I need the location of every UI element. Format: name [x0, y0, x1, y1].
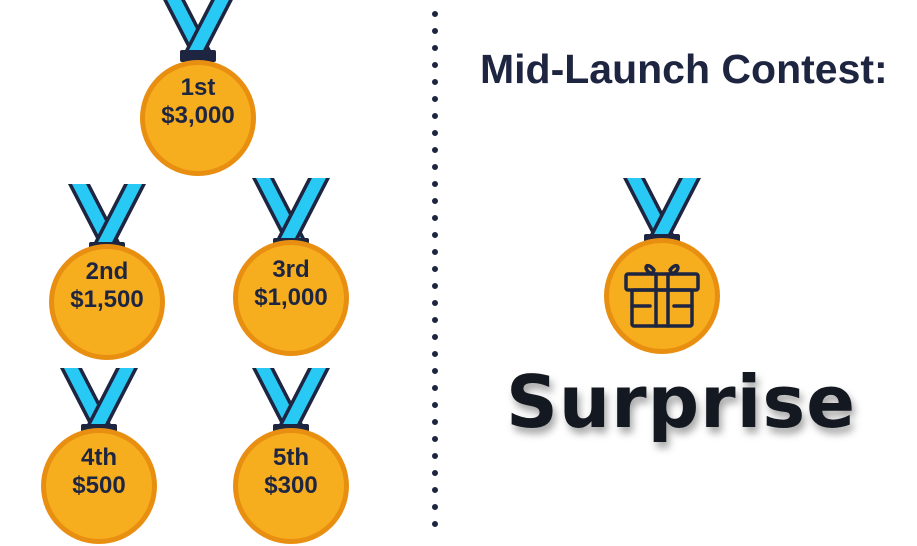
medal-graphic — [49, 184, 165, 360]
medal-first-place: 1st $3,000 — [138, 0, 258, 180]
medal-label: 2nd $1,500 — [47, 258, 167, 315]
medal-graphic — [233, 368, 349, 544]
surprise-medal — [602, 178, 722, 358]
place-text: 5th — [273, 444, 309, 471]
contest-title: Mid-Launch Contest: — [480, 46, 888, 92]
medal-graphic — [604, 178, 720, 354]
prize-amount: $3,000 — [161, 102, 235, 130]
place-text: 2nd — [85, 258, 129, 285]
medal-label: 4th $500 — [39, 444, 159, 501]
prize-amount: $500 — [72, 472, 126, 500]
medal-fifth-place: 5th $300 — [231, 368, 351, 546]
place-text: 4th — [81, 444, 117, 471]
dotted-divider — [432, 11, 438, 540]
medal-second-place: 2nd $1,500 — [47, 184, 167, 364]
prize-amount: $1,500 — [70, 286, 144, 314]
medal-third-place: 3rd $1,000 — [231, 178, 351, 358]
surprise-prize-label: Surprise — [506, 360, 857, 444]
place-text: 1st — [180, 74, 216, 101]
gift-box-icon — [624, 264, 700, 328]
medal-graphic — [233, 178, 349, 356]
medal-label: 5th $300 — [231, 444, 351, 501]
medal-graphic — [41, 368, 157, 544]
prize-amount: $1,000 — [254, 284, 328, 312]
medal-fourth-place: 4th $500 — [39, 368, 159, 546]
place-text: 3rd — [272, 256, 310, 283]
medal-label: 3rd $1,000 — [231, 256, 351, 313]
medal-label: 1st $3,000 — [138, 74, 258, 131]
medal-graphic — [140, 0, 256, 176]
prize-amount: $300 — [264, 472, 318, 500]
